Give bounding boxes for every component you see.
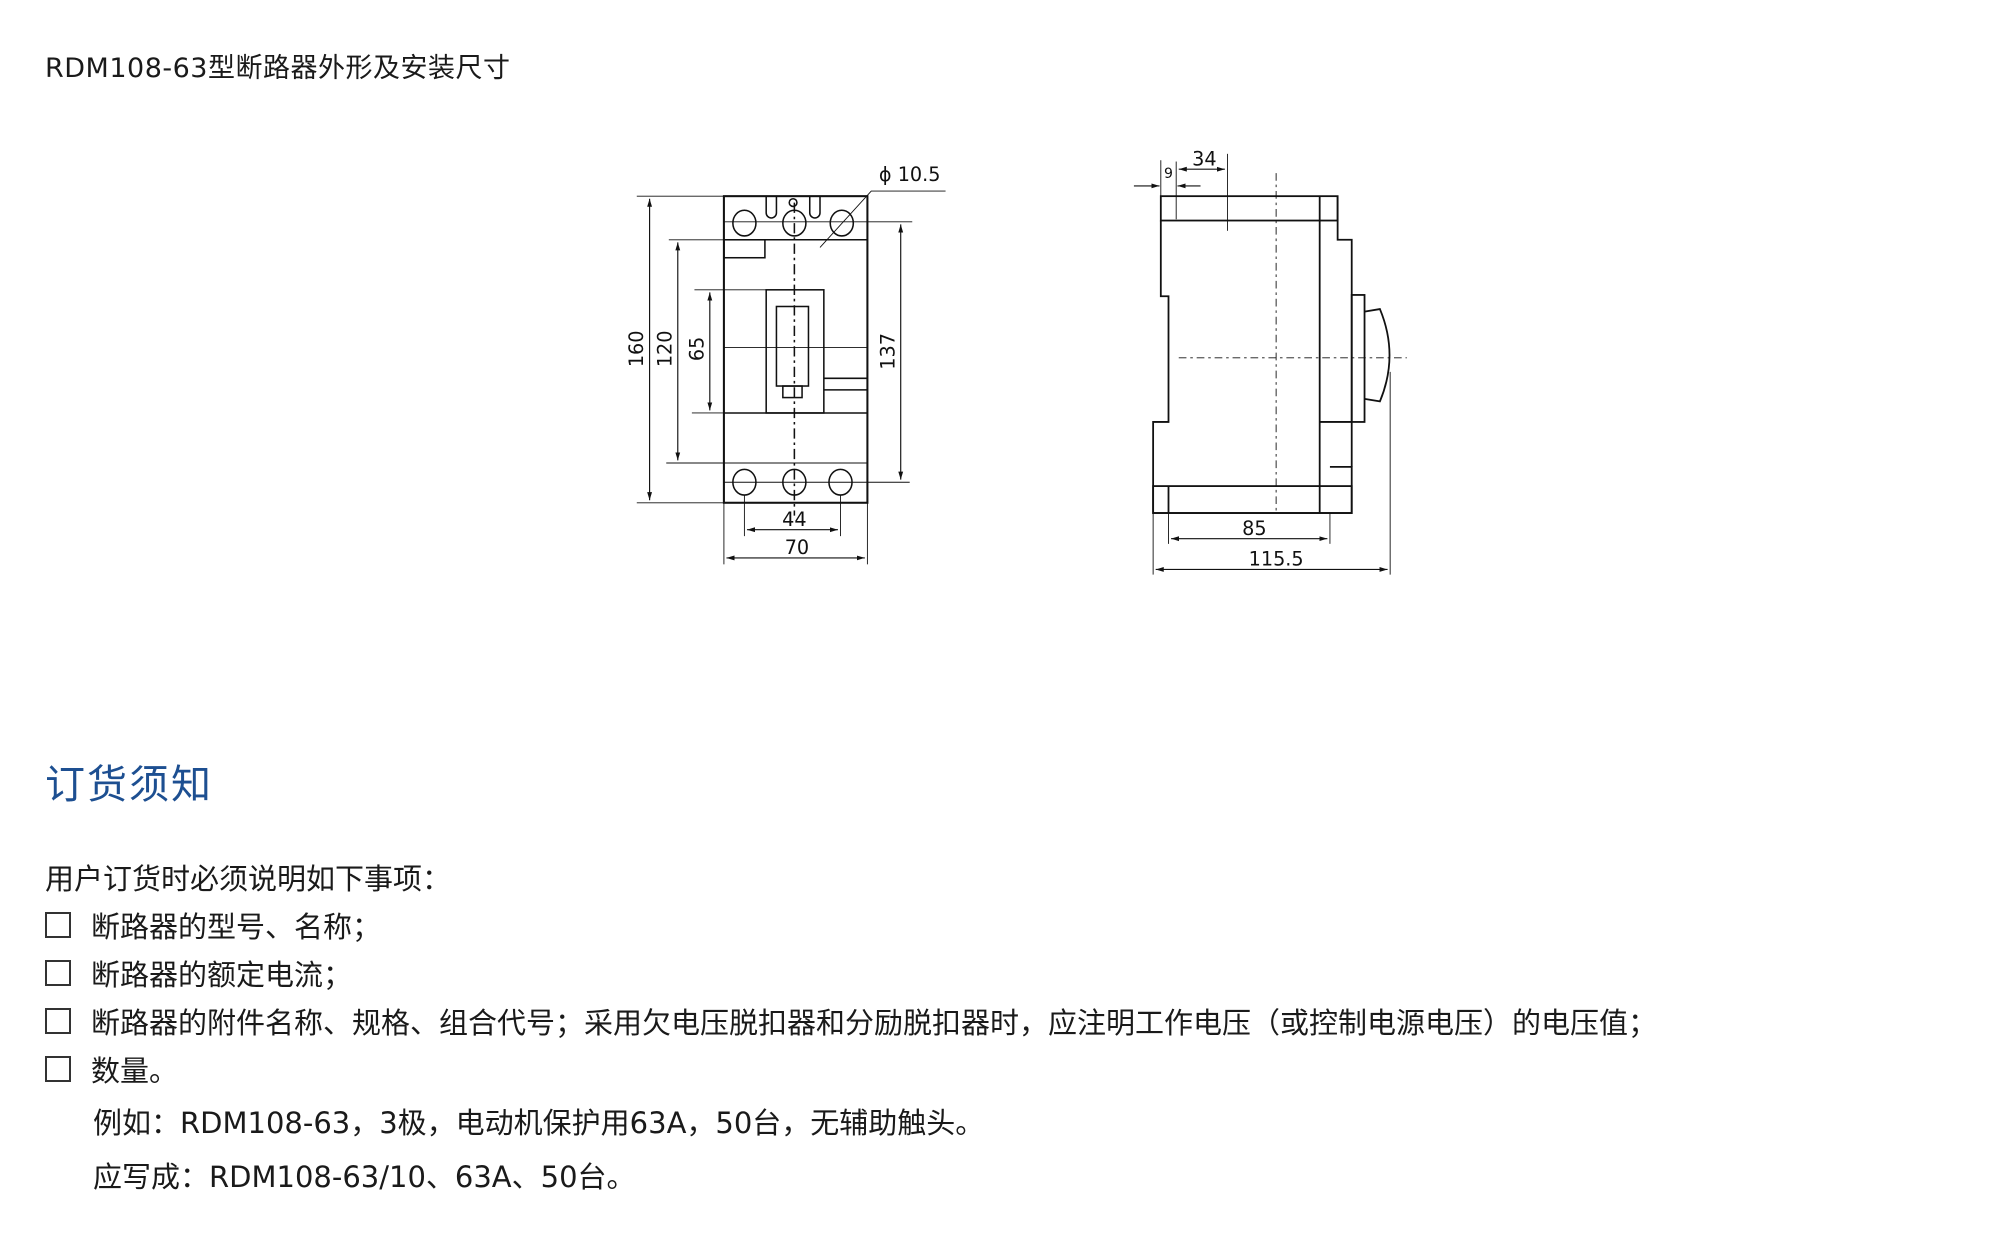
page-title: RDM108-63型断路器外形及安装尺寸 — [45, 53, 511, 84]
ordering-intro: 用户订货时必须说明如下事项： — [45, 862, 452, 896]
side-view-labels: 9 34 85 115.5 — [1164, 147, 1304, 570]
front-view — [636, 190, 946, 565]
side-view — [1133, 153, 1407, 575]
list-item: 断路器的额定电流； — [45, 952, 352, 994]
dim-160: 160 — [625, 330, 648, 367]
dim-120: 120 — [653, 330, 676, 367]
dimension-drawing: 160 120 65 137 44 70 ϕ 10.5 — [625, 147, 1407, 575]
front-view-labels: 160 120 65 137 44 70 ϕ 10.5 — [625, 163, 940, 559]
list-item: 数量。 — [45, 1048, 178, 1090]
dim-44: 44 — [782, 508, 806, 531]
dim-115-5: 115.5 — [1249, 548, 1304, 571]
ordering-heading: 订货须知 — [45, 762, 213, 808]
list-item-text: 数量。 — [91, 1054, 179, 1088]
list-item: 断路器的型号、名称； — [45, 904, 381, 946]
checkbox-icon — [45, 912, 71, 938]
dim-34: 34 — [1192, 147, 1216, 170]
list-item-text: 断路器的附件名称、规格、组合代号；采用欠电压脱扣器和分励脱扣器时，应注明工作电压… — [91, 1006, 1658, 1040]
list-item-text: 断路器的额定电流； — [91, 958, 353, 992]
dim-65: 65 — [685, 337, 708, 361]
list-item-text: 断路器的型号、名称； — [91, 910, 382, 944]
checkbox-icon — [45, 1056, 71, 1082]
dim-9: 9 — [1164, 166, 1173, 182]
dim-85: 85 — [1242, 517, 1266, 540]
dim-70: 70 — [785, 536, 809, 559]
list-item: 断路器的附件名称、规格、组合代号；采用欠电压脱扣器和分励脱扣器时，应注明工作电压… — [45, 1000, 1657, 1042]
example-text: 例如：RDM108-63，3极，电动机保护用63A，50台，无辅助触头。 — [93, 1106, 985, 1140]
dim-phi: ϕ 10.5 — [879, 163, 941, 186]
dim-137: 137 — [876, 333, 899, 370]
checkbox-icon — [45, 1008, 71, 1034]
should-write-text: 应写成：RDM108-63/10、63A、50台。 — [93, 1160, 636, 1194]
checkbox-icon — [45, 960, 71, 986]
